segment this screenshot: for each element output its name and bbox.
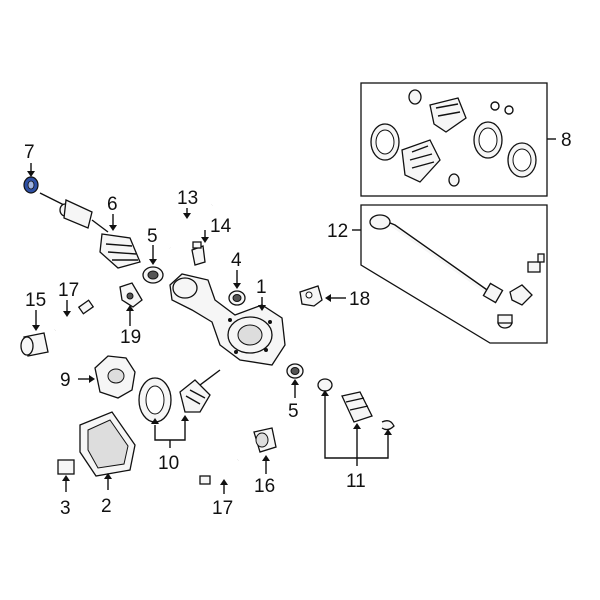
callout-5-upper[interactable]: 5 (147, 226, 158, 247)
callout-11[interactable]: 11 (346, 471, 366, 492)
part-18-bracket[interactable] (299, 285, 323, 307)
part-9-differential-case[interactable] (94, 355, 136, 399)
callout-18[interactable]: 18 (349, 289, 370, 310)
part-6-axle-shaft[interactable] (39, 192, 141, 269)
callout-labels: 7 6 5 13 14 4 1 18 8 12 15 17 19 9 10 5 … (24, 130, 572, 519)
callout-13[interactable]: 13 (177, 188, 198, 209)
part-17-lower-bolt[interactable] (199, 458, 239, 485)
callout-17-upper[interactable]: 17 (58, 280, 79, 301)
callout-2[interactable]: 2 (101, 496, 112, 517)
callout-15[interactable]: 15 (25, 290, 46, 311)
part-7-seal[interactable] (23, 176, 39, 194)
part-14-vent-fitting[interactable] (191, 241, 206, 266)
callout-1[interactable]: 1 (256, 277, 267, 298)
part-1-axle-housing[interactable] (169, 273, 286, 366)
part-3-plug[interactable] (57, 459, 75, 475)
part-13-vent-hose[interactable] (168, 203, 213, 249)
callout-17-lower[interactable]: 17 (212, 498, 233, 519)
part-11-shaft-kit[interactable] (317, 378, 395, 431)
callout-12[interactable]: 12 (327, 221, 348, 242)
callout-19[interactable]: 19 (120, 327, 141, 348)
leader-lines (27, 138, 556, 494)
part-4-bushing[interactable] (228, 290, 246, 306)
part-5-lower-bearing[interactable] (286, 363, 304, 379)
axle-shaft-inset (360, 204, 548, 344)
callout-9[interactable]: 9 (60, 370, 71, 391)
callout-5-lower[interactable]: 5 (288, 401, 299, 422)
callout-4[interactable]: 4 (231, 250, 242, 271)
part-16-bushing[interactable] (253, 427, 277, 453)
callout-7[interactable]: 7 (24, 142, 35, 163)
callout-14[interactable]: 14 (210, 216, 232, 237)
part-15-seal[interactable] (20, 332, 49, 357)
callout-8[interactable]: 8 (561, 130, 572, 151)
part-2-differential-cover[interactable] (79, 411, 136, 477)
part-19-clip[interactable] (119, 282, 143, 308)
callout-10[interactable]: 10 (158, 453, 179, 474)
cv-boot-kit-inset (360, 82, 548, 197)
callout-16[interactable]: 16 (254, 476, 275, 497)
callout-6[interactable]: 6 (107, 194, 118, 215)
part-5-upper-bearing[interactable] (142, 266, 164, 284)
callout-3[interactable]: 3 (60, 498, 71, 519)
part-17-upper-bolt[interactable] (54, 299, 95, 332)
part-10-ring-pinion[interactable] (138, 369, 221, 423)
